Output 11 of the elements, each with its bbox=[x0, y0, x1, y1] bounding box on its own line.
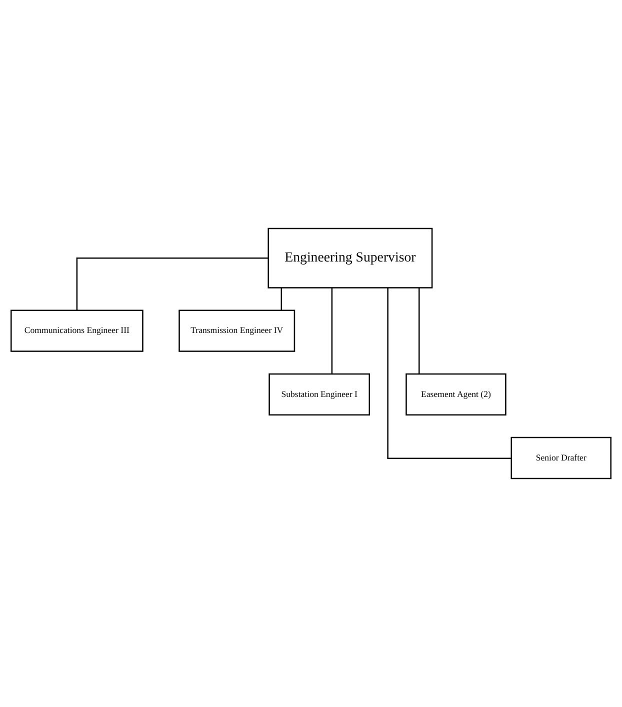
connector bbox=[76, 257, 268, 310]
node-box: Easement Agent (2) bbox=[406, 373, 506, 416]
node-box: Substation Engineer I bbox=[268, 373, 370, 416]
node-box: Communications Engineer III bbox=[10, 310, 144, 352]
connector bbox=[387, 288, 512, 459]
connector bbox=[280, 288, 282, 310]
node-box: Senior Drafter bbox=[510, 436, 612, 480]
connector bbox=[418, 288, 420, 374]
node-box: Engineering Supervisor bbox=[268, 228, 433, 288]
node-box: Transmission Engineer IV bbox=[178, 310, 296, 352]
connector bbox=[331, 288, 333, 374]
